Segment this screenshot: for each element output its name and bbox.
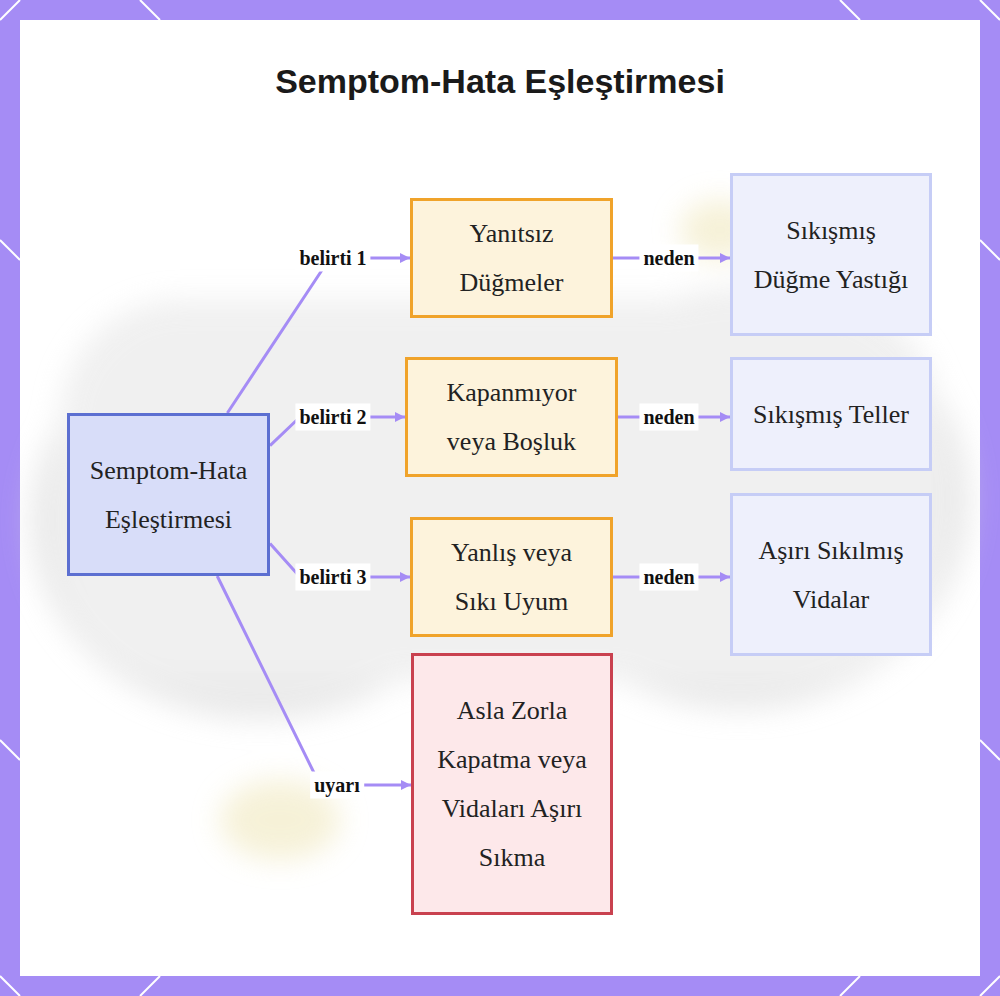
node-label: Aşırı Sıkılmış Vidalar: [749, 526, 913, 624]
node-label: Yanıtsız Düğmeler: [429, 209, 594, 307]
cause-box: Sıkışmış Düğme Yastığı: [730, 173, 932, 336]
node-label: Sıkışmış Düğme Yastığı: [749, 206, 913, 304]
connector-arrow: [217, 576, 411, 785]
cause-box: Sıkışmış Teller: [730, 357, 932, 471]
connector-arrow: [227, 258, 410, 413]
node-label: Semptom-Hata Eşleştirmesi: [86, 446, 251, 544]
edge-label: belirti 2: [295, 404, 370, 431]
node-label: Yanlış veya Sıkı Uyum: [429, 528, 594, 626]
node-label: Sıkışmış Teller: [753, 390, 909, 439]
edge-label: neden: [639, 245, 698, 272]
cause-box: Aşırı Sıkılmış Vidalar: [730, 493, 932, 656]
symptom-box: Kapanmıyor veya Boşluk: [405, 357, 618, 477]
edge-label: uyarı: [310, 772, 364, 799]
diagram-title: Semptom-Hata Eşleştirmesi: [0, 62, 1000, 101]
node-label: Asla Zorla Kapatma veya Vidaları Aşırı S…: [430, 686, 594, 882]
warning-box: Asla Zorla Kapatma veya Vidaları Aşırı S…: [411, 653, 613, 915]
edge-label: belirti 1: [295, 245, 370, 272]
symptom-box: Yanlış veya Sıkı Uyum: [410, 517, 613, 637]
edge-label: neden: [639, 564, 698, 591]
edge-label: belirti 3: [295, 564, 370, 591]
root-box: Semptom-Hata Eşleştirmesi: [67, 413, 270, 576]
edge-label: neden: [639, 404, 698, 431]
white-ground: [20, 20, 980, 976]
node-label: Kapanmıyor veya Boşluk: [424, 368, 599, 466]
symptom-box: Yanıtsız Düğmeler: [410, 198, 613, 318]
